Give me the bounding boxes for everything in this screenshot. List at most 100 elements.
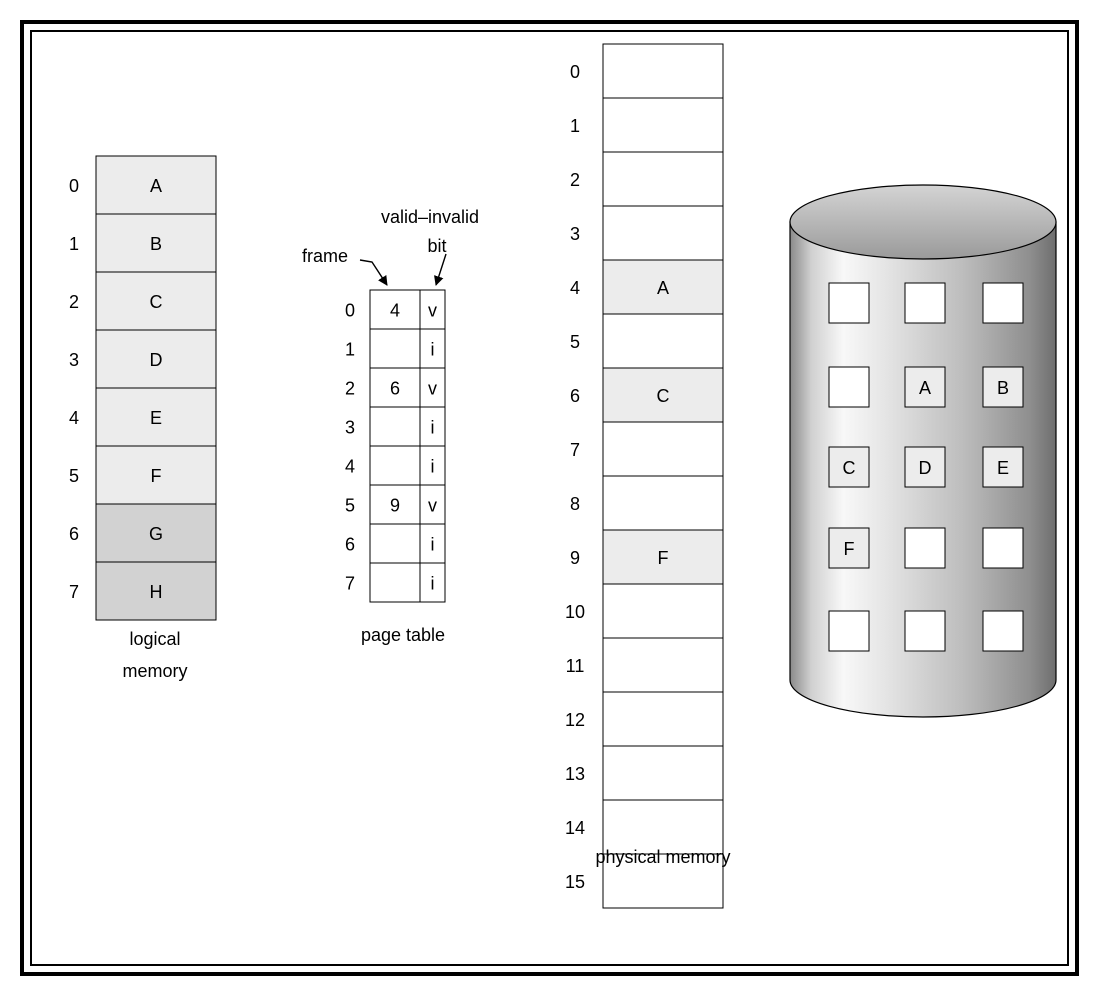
logical-page-label: A xyxy=(150,176,162,196)
physical-frame-number: 1 xyxy=(570,116,580,136)
disk-page-label: C xyxy=(843,458,856,478)
disk-page-label: F xyxy=(844,539,855,559)
logical-page-number: 0 xyxy=(69,176,79,196)
frame-arrow xyxy=(359,259,388,286)
physical-frame-cell xyxy=(602,853,724,909)
physical-frame-number: 12 xyxy=(565,710,585,730)
physical-frame-number: 2 xyxy=(570,170,580,190)
logical-page-number: 1 xyxy=(69,234,79,254)
physical-frame-cell xyxy=(602,745,724,801)
physical-frame-cell xyxy=(602,421,724,477)
logical-page-label: B xyxy=(150,234,162,254)
disk-page-box xyxy=(828,527,870,569)
disk-page-box xyxy=(982,446,1024,488)
page-table-index: 6 xyxy=(345,535,355,555)
valid-invalid-label-1: valid–invalid xyxy=(381,207,479,227)
physical-frame-cell xyxy=(602,151,724,207)
logical-page-cell xyxy=(95,329,217,389)
physical-frame-cell xyxy=(602,43,724,99)
page-table-index: 4 xyxy=(345,457,355,477)
disk-page-box xyxy=(904,282,946,324)
page-table-valid-bit: i xyxy=(431,418,435,438)
physical-frame-number: 5 xyxy=(570,332,580,352)
disk-page-box xyxy=(982,366,1024,408)
logical-page-cell xyxy=(95,561,217,621)
disk-page-box xyxy=(982,610,1024,652)
logical-page-cell xyxy=(95,387,217,447)
physical-memory-caption: physical memory xyxy=(595,847,730,867)
logical-page-label: H xyxy=(150,582,163,602)
physical-frame-label: F xyxy=(658,548,669,568)
page-table-valid-bit: v xyxy=(428,379,437,399)
disk-page-box xyxy=(828,610,870,652)
page-table-index: 1 xyxy=(345,340,355,360)
disk-page-box xyxy=(982,282,1024,324)
physical-frame-cell xyxy=(602,691,724,747)
physical-frame-number: 9 xyxy=(570,548,580,568)
page-table-valid-bit: i xyxy=(431,457,435,477)
disk-page-box xyxy=(982,527,1024,569)
disk-page-box xyxy=(904,366,946,408)
physical-frame-number: 6 xyxy=(570,386,580,406)
page-table-index: 2 xyxy=(345,379,355,399)
page-table-valid-bit: i xyxy=(431,340,435,360)
physical-frame-cell xyxy=(602,313,724,369)
logical-page-label: E xyxy=(150,408,162,428)
physical-frame-label: A xyxy=(657,278,669,298)
disk-page-box xyxy=(828,446,870,488)
logical-page-number: 4 xyxy=(69,408,79,428)
logical-page-label: C xyxy=(150,292,163,312)
logical-memory-caption-2: memory xyxy=(122,661,187,681)
logical-page-cell xyxy=(95,155,217,215)
physical-frame-cell xyxy=(602,259,724,315)
disk-page-label: D xyxy=(919,458,932,478)
logical-page-number: 7 xyxy=(69,582,79,602)
page-table-index: 3 xyxy=(345,418,355,438)
disk-page-box xyxy=(904,446,946,488)
physical-frame-cell xyxy=(602,475,724,531)
physical-frame-number: 11 xyxy=(566,656,585,676)
logical-page-cell xyxy=(95,503,217,563)
page-table-index: 7 xyxy=(345,574,355,594)
disk-page-box xyxy=(828,282,870,324)
valid-invalid-label-2: bit xyxy=(427,236,446,256)
page-table-frame: 6 xyxy=(390,379,400,399)
logical-page-number: 6 xyxy=(69,524,79,544)
physical-frame-cell xyxy=(602,529,724,585)
disk-page-label: A xyxy=(919,378,931,398)
physical-frame-number: 0 xyxy=(570,62,580,82)
logical-page-label: D xyxy=(150,350,163,370)
logical-page-cell xyxy=(95,445,217,505)
disk-page-label: E xyxy=(997,458,1009,478)
physical-frame-cell xyxy=(602,367,724,423)
physical-frame-number: 8 xyxy=(570,494,580,514)
logical-page-label: G xyxy=(149,524,163,544)
page-table-index: 0 xyxy=(345,301,355,321)
page-table-valid-bit: v xyxy=(428,301,437,321)
page-table-caption: page table xyxy=(361,625,445,645)
physical-frame-number: 3 xyxy=(570,224,580,244)
logical-page-cell xyxy=(95,271,217,331)
page-table-valid-bit: i xyxy=(431,535,435,555)
physical-frame-cell xyxy=(602,205,724,261)
physical-frame-label: C xyxy=(657,386,670,406)
page-table-frame: 9 xyxy=(390,496,400,516)
inner-border xyxy=(30,30,1069,966)
page-table-valid-bit: i xyxy=(431,574,435,594)
physical-frame-cell xyxy=(602,799,724,855)
physical-frame-number: 13 xyxy=(565,764,585,784)
logical-page-number: 3 xyxy=(69,350,79,370)
physical-frame-number: 15 xyxy=(565,872,585,892)
physical-frame-number: 4 xyxy=(570,278,580,298)
page-table-valid-bit: v xyxy=(428,496,437,516)
physical-frame-cell xyxy=(602,583,724,639)
physical-frame-number: 10 xyxy=(565,602,585,622)
physical-frame-cell xyxy=(602,97,724,153)
physical-frame-cell xyxy=(602,637,724,693)
physical-frame-number: 14 xyxy=(565,818,585,838)
logical-memory-caption-1: logical xyxy=(129,629,180,649)
